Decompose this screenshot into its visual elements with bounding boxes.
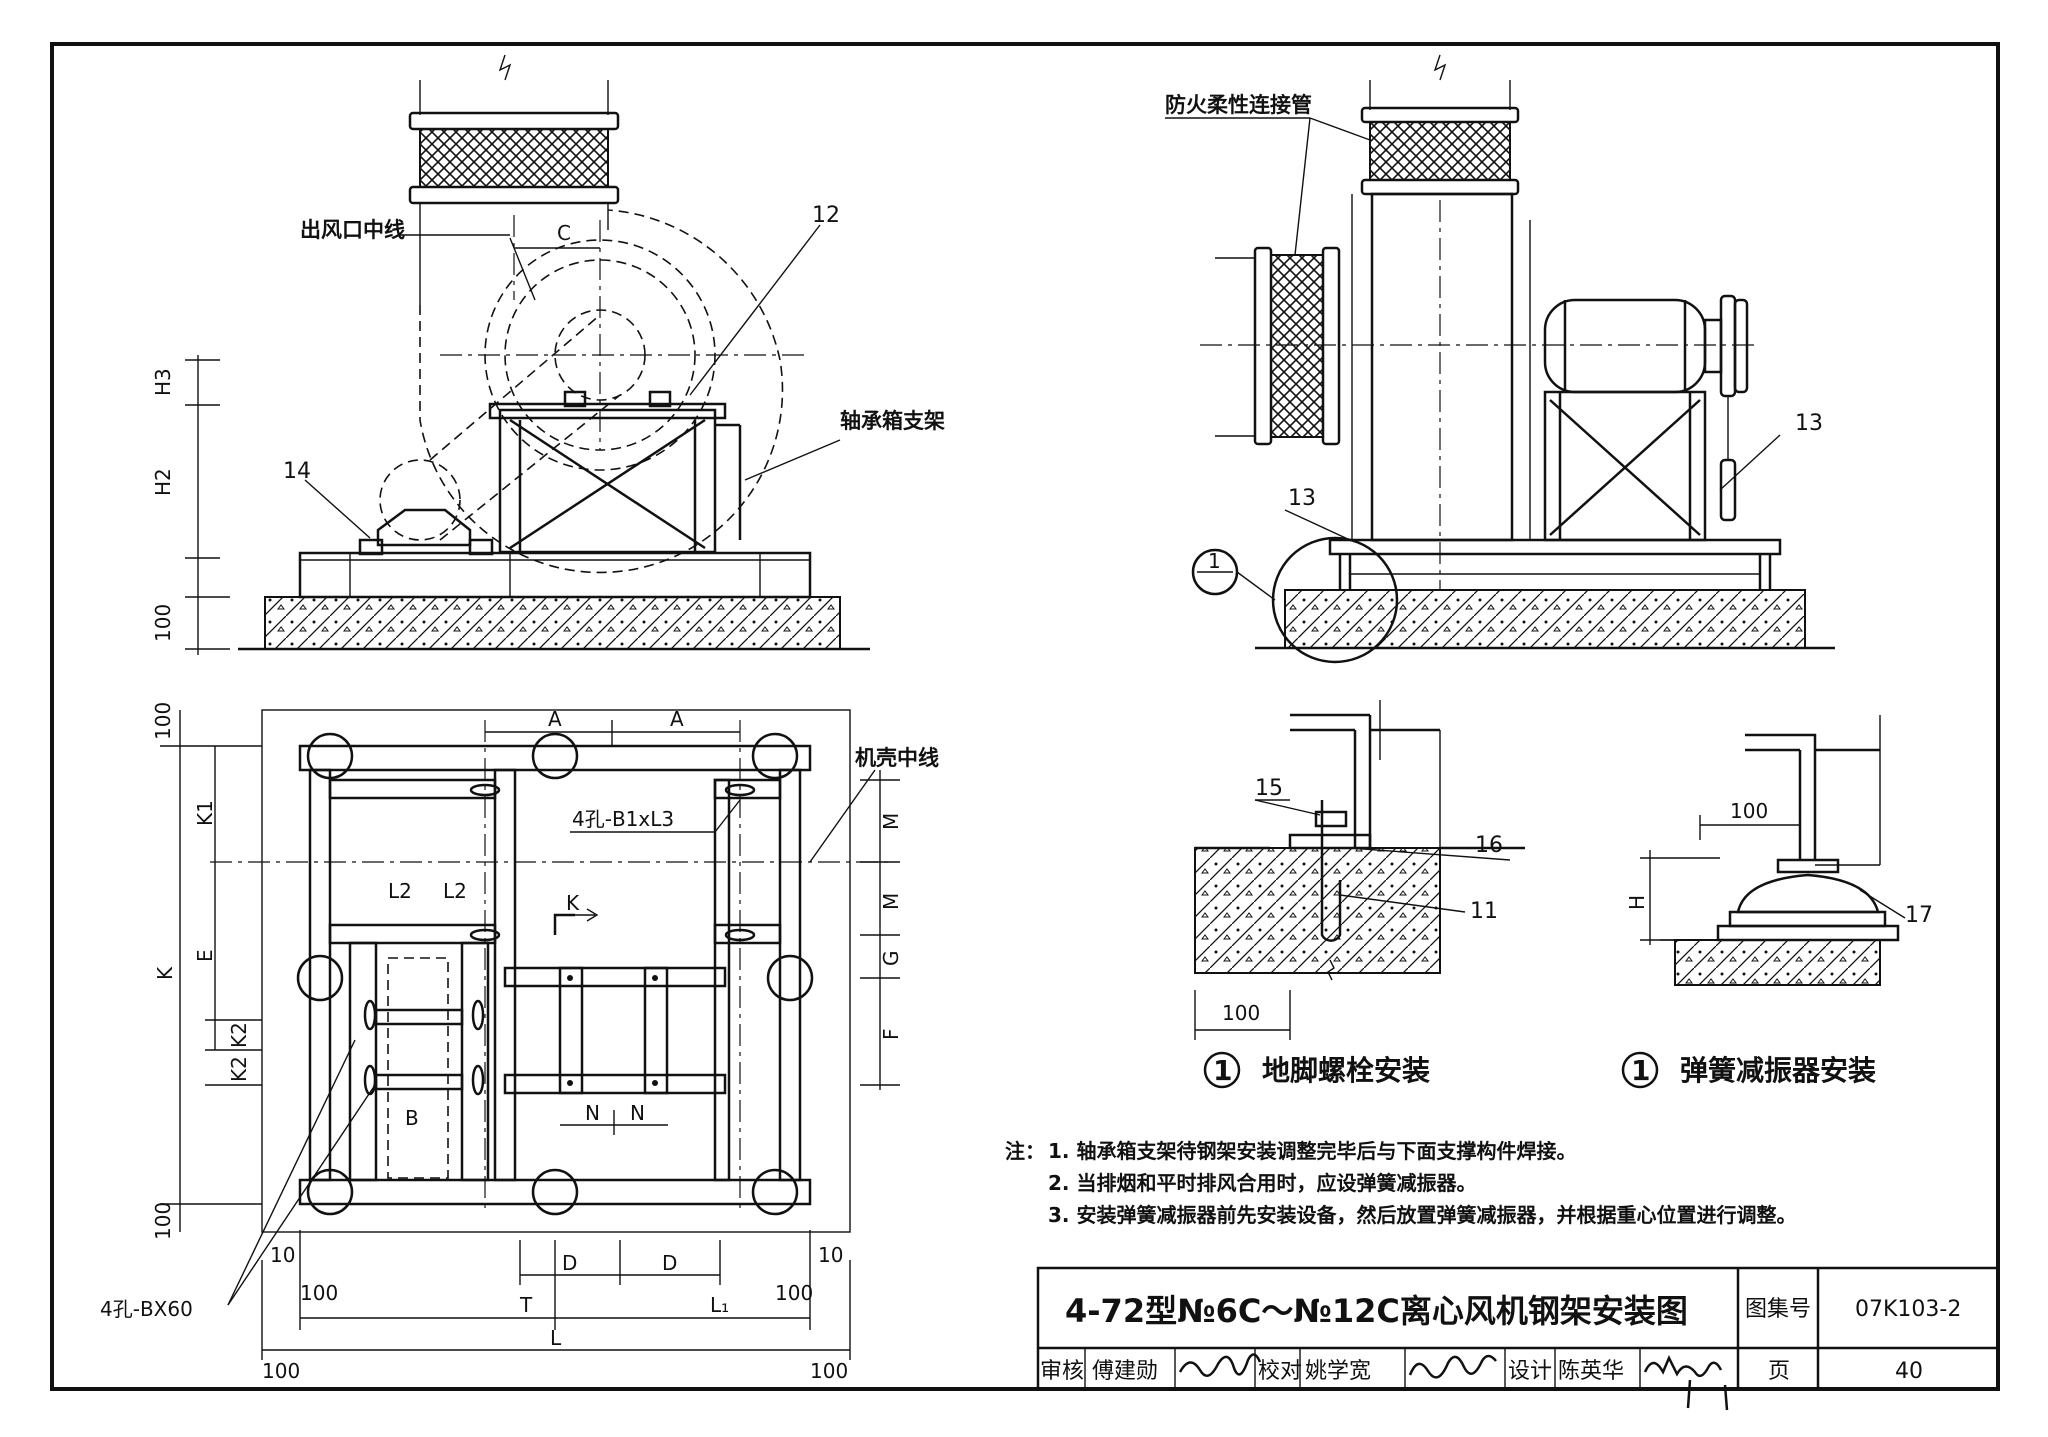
dim-A2: A <box>670 707 684 731</box>
dim-M2: M <box>879 893 903 910</box>
sheet-border <box>50 42 2000 1391</box>
designer-name: 陈英华 <box>1558 1359 1624 1384</box>
caption-anchor-bolt: 地脚螺栓安装 <box>1262 1054 1430 1087</box>
dim-B: B <box>405 1106 419 1130</box>
flexible-connector-left <box>419 128 609 188</box>
dim-C: C <box>557 221 571 245</box>
dim-D1: D <box>562 1251 577 1275</box>
dim-100-right: 100 <box>775 1281 813 1305</box>
designer-signature <box>1643 1355 1729 1411</box>
motor <box>1543 298 1707 394</box>
dim-T: T <box>519 1293 533 1317</box>
caption-2-num: 1 <box>1631 1054 1650 1087</box>
dim-100-top: 100 <box>151 702 175 740</box>
dim-10-left: 10 <box>270 1243 295 1267</box>
atlas-number: 07K103-2 <box>1855 1297 1961 1322</box>
atlas-label: 图集号 <box>1745 1297 1811 1322</box>
reviewer-name: 傅建勋 <box>1092 1359 1158 1384</box>
item-17: 17 <box>1905 903 1933 928</box>
notes-prefix: 注： <box>1005 1139 1045 1163</box>
label-casing-centerline: 机壳中线 <box>855 746 939 770</box>
foundation-right <box>1284 589 1806 649</box>
dim-N2: N <box>630 1101 645 1125</box>
caption-spring-isolator: 弹簧减振器安装 <box>1680 1054 1876 1087</box>
bearing-box-support <box>498 408 717 554</box>
dim-L2b: L2 <box>443 879 467 903</box>
checker-name: 姚学宽 <box>1305 1359 1371 1384</box>
right-elevation <box>1165 54 1835 664</box>
dim-G: G <box>879 951 903 967</box>
dim-100-elev: 100 <box>151 604 175 642</box>
reviewer-signature <box>1178 1353 1262 1377</box>
item-11: 11 <box>1470 899 1498 924</box>
fan-volute <box>419 209 784 574</box>
page-number: 40 <box>1895 1359 1923 1384</box>
flexible-connector-top <box>1369 121 1511 181</box>
dim-100-bot: 100 <box>151 1202 175 1240</box>
note-3: 3. 安装弹簧减振器前先安装设备，然后放置弹簧减振器，并根据重心位置进行调整。 <box>1048 1203 1796 1227</box>
label-fire-hose: 防火柔性连接管 <box>1165 93 1312 117</box>
hole-b1l3: 4孔-B1xL3 <box>572 807 674 831</box>
dim-K1: K1 <box>193 800 217 826</box>
dim-H: H <box>1625 895 1649 910</box>
dim-100-bolt: 100 <box>1222 1001 1260 1025</box>
item-14: 14 <box>283 459 311 484</box>
label-bearing-support: 轴承箱支架 <box>840 409 945 433</box>
detail-callout-circle <box>1271 536 1399 664</box>
item-15: 15 <box>1255 776 1283 801</box>
dim-100-left: 100 <box>300 1281 338 1305</box>
dim-H3: H3 <box>151 368 175 396</box>
detail-marker: 1 <box>1208 549 1221 573</box>
dim-L1: L₁ <box>710 1293 729 1317</box>
section-K: K <box>566 891 580 915</box>
drawing-title: 4-72型№6C～№12C离心风机钢架安装图 <box>1065 1292 1688 1330</box>
anchor-bolt-detail <box>1194 700 1525 1040</box>
dim-D2: D <box>662 1251 677 1275</box>
dim-100-rr: 100 <box>810 1359 848 1383</box>
label-outlet-centerline: 出风口中线 <box>300 218 405 242</box>
title-block <box>1036 1266 2000 1411</box>
dim-F: F <box>879 1028 903 1040</box>
left-elevation <box>185 54 870 655</box>
item-13-left: 13 <box>1288 486 1316 511</box>
note-1: 1. 轴承箱支架待钢架安装调整完毕后与下面支撑构件焊接。 <box>1048 1139 1576 1163</box>
item-12: 12 <box>812 203 840 228</box>
dim-L2a: L2 <box>388 879 412 903</box>
hole-bx60: 4孔-BX60 <box>100 1297 193 1321</box>
checker-signature <box>1408 1354 1497 1379</box>
plan-frame-bottom <box>298 1178 812 1206</box>
dim-M1: M <box>879 813 903 830</box>
dim-K2b: K2 <box>227 1056 251 1082</box>
dim-K: K <box>153 966 177 980</box>
note-2: 2. 当排烟和平时排风合用时，应设弹簧减振器。 <box>1048 1171 1476 1195</box>
dim-100-ll: 100 <box>262 1359 300 1383</box>
foundation-left <box>264 596 841 650</box>
caption-1-num: 1 <box>1213 1054 1232 1087</box>
dim-100-spring: 100 <box>1730 799 1768 823</box>
item-13-right: 13 <box>1795 411 1823 436</box>
spring-isolator-detail <box>1640 715 1906 986</box>
dim-K2a: K2 <box>227 1022 251 1048</box>
dim-10-right: 10 <box>818 1243 843 1267</box>
item-16: 16 <box>1475 833 1503 858</box>
plan-view <box>160 709 900 1360</box>
dim-L: L <box>550 1326 562 1350</box>
dim-N1: N <box>585 1101 600 1125</box>
caption-bubble-1 <box>1203 1051 1241 1089</box>
dim-H2: H2 <box>151 468 175 496</box>
review-label: 审核 <box>1040 1359 1084 1384</box>
dim-E: E <box>193 949 217 962</box>
design-label: 设计 <box>1508 1359 1552 1384</box>
page-label: 页 <box>1768 1359 1790 1384</box>
check-label: 校对 <box>1258 1359 1302 1384</box>
flexible-connector-side <box>1270 254 1324 438</box>
plan-frame-top <box>298 744 812 772</box>
caption-bubble-2 <box>1621 1051 1659 1089</box>
dim-A1: A <box>548 707 562 731</box>
